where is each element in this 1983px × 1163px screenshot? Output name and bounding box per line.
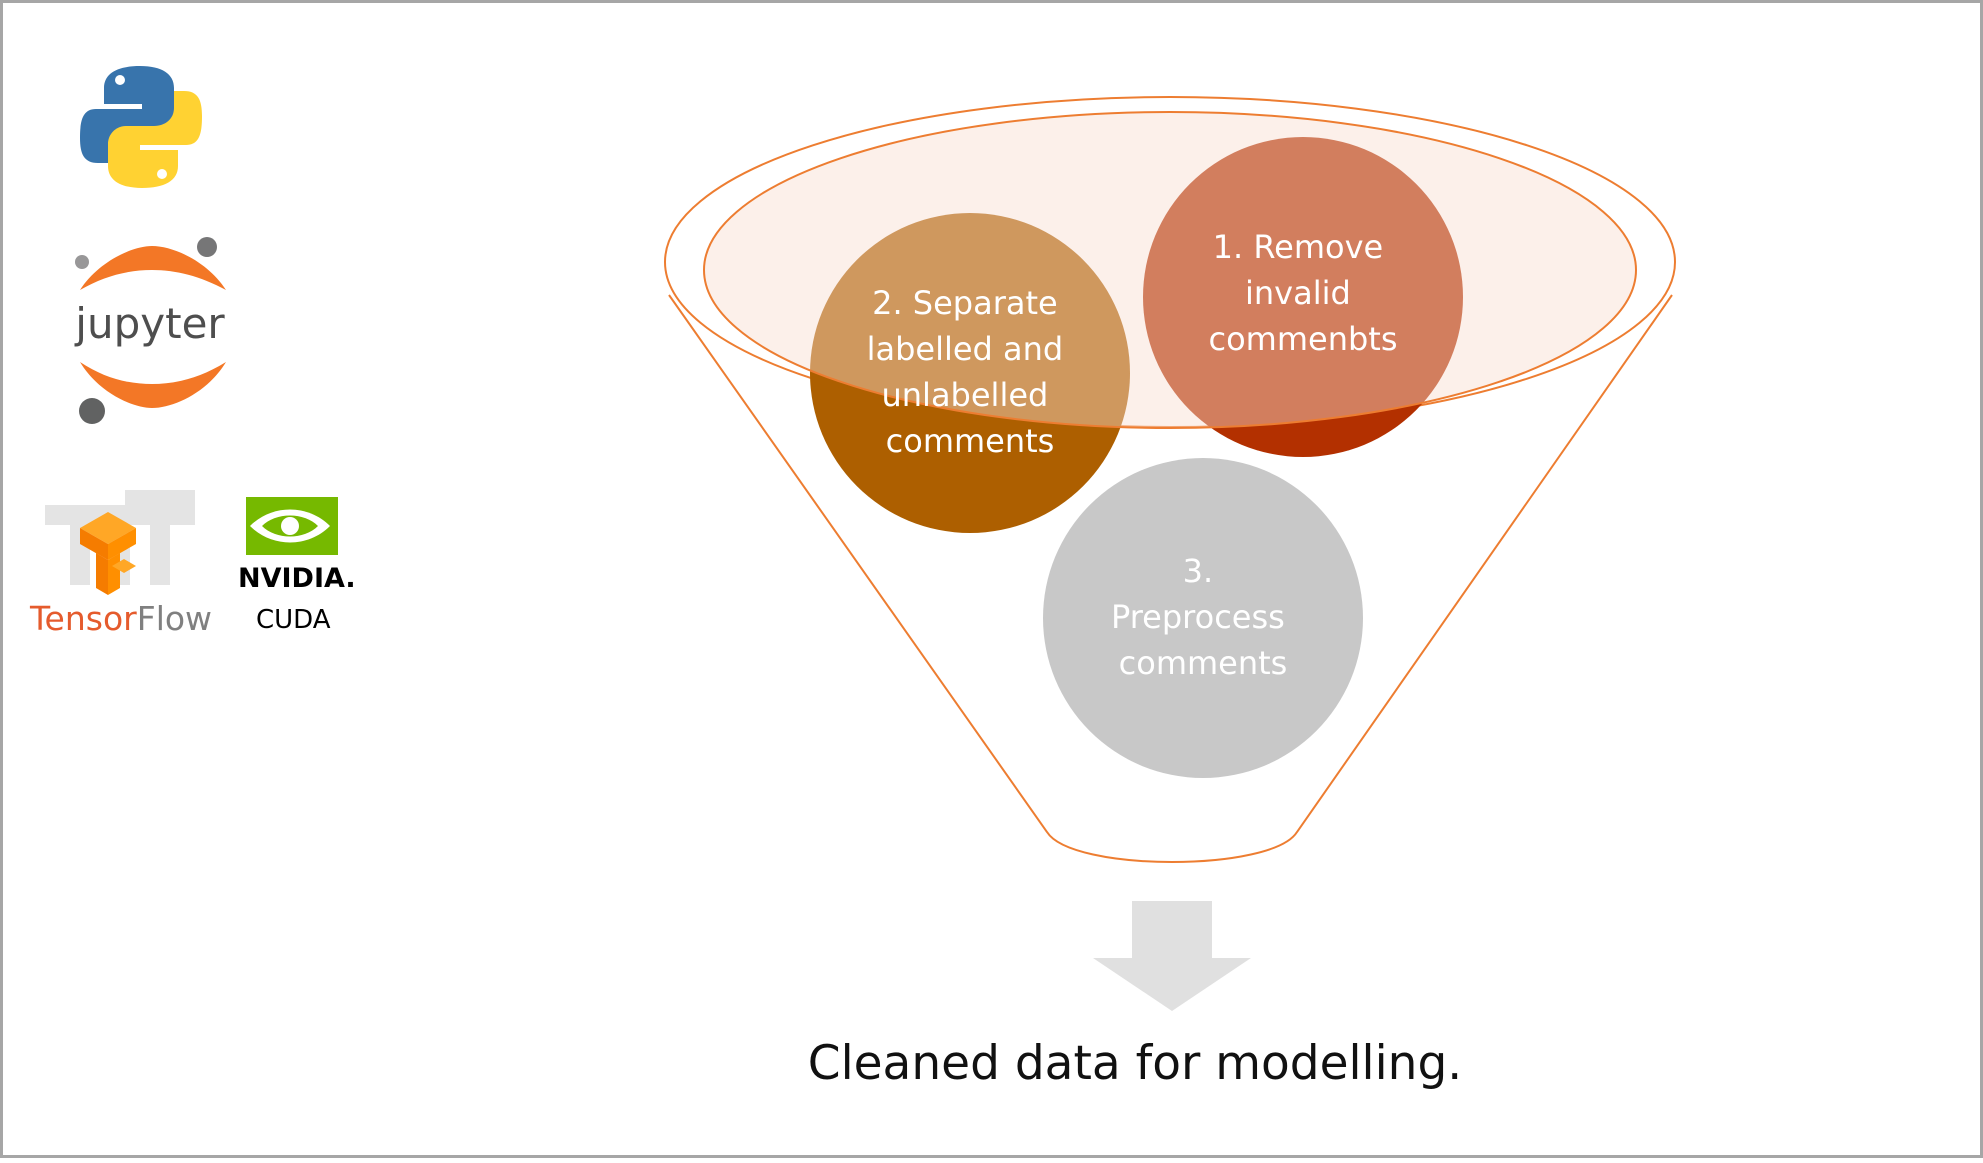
jupyter-wordmark: jupyter: [74, 299, 225, 348]
step-1-label: 1. Remove invalid commenbts: [1208, 228, 1397, 358]
step-2-label: 2. Separate labelled and unlabelled comm…: [867, 284, 1074, 460]
cuda-wordmark: CUDA: [256, 605, 331, 635]
python-logo-icon: [80, 66, 202, 188]
funnel-outline: [668, 294, 1673, 863]
jupyter-logo-icon: jupyter: [74, 237, 226, 424]
down-arrow: [1093, 901, 1251, 1011]
step-1-bubble: [1143, 137, 1463, 457]
step-2-bubble: [810, 213, 1130, 533]
nvidia-cuda-logo-icon: NVIDIA. CUDA: [238, 497, 356, 635]
step-3-bubble: [1043, 458, 1363, 778]
tensorflow-wordmark: TensorFlow: [29, 599, 212, 638]
funnel-mouth: [703, 111, 1637, 429]
nvidia-wordmark: NVIDIA.: [238, 563, 356, 594]
tensorflow-logo-icon: TensorFlow: [29, 490, 212, 638]
result-label: Cleaned data for modelling.: [808, 1036, 1462, 1091]
step-3-label: 3. Preprocess comments: [1111, 552, 1295, 682]
